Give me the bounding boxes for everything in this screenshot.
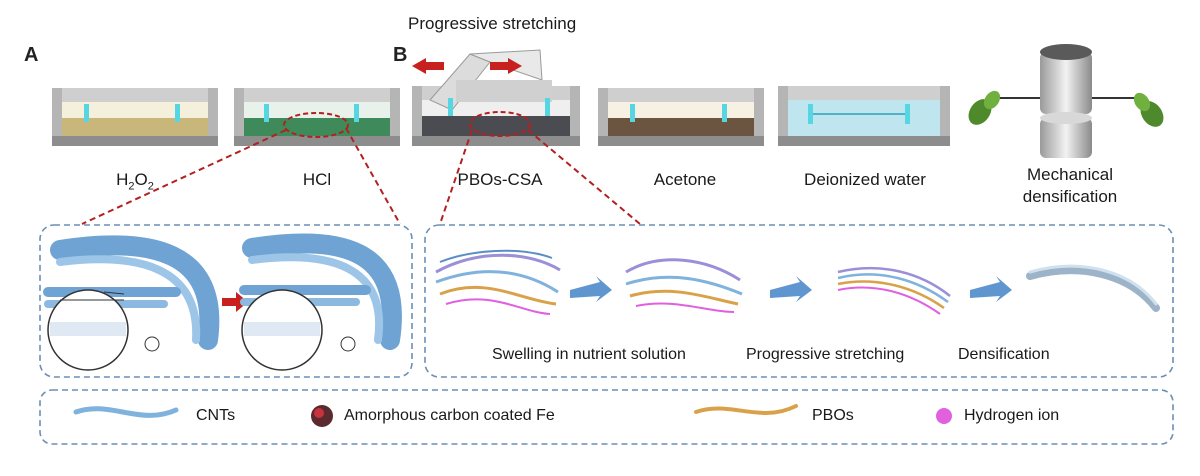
step-swelling: Swelling in nutrient solution	[492, 346, 686, 363]
bath-pbos-csa	[412, 49, 580, 146]
fiber-swelling	[435, 249, 561, 315]
roller-icon	[968, 44, 1164, 158]
legend-fe: Amorphous carbon coated Fe	[344, 407, 555, 424]
bath-water	[778, 86, 950, 146]
hydrogen-ion-legend-icon	[936, 408, 952, 424]
step-arrow-1	[570, 276, 612, 302]
step-arrow-2	[770, 276, 812, 302]
legend-pbos: PBOs	[812, 407, 854, 424]
step-densification: Densification	[958, 346, 1050, 363]
step-arrow-3	[970, 276, 1012, 302]
legend-box	[39, 389, 1174, 445]
hcl-detail-box	[39, 224, 413, 378]
process-detail-box	[424, 224, 1174, 378]
label-h2o2: H2O2	[116, 170, 154, 193]
bath-acetone	[598, 88, 764, 146]
bath-h2o2	[52, 88, 218, 146]
step-progressive-stretching: Progressive stretching	[746, 346, 905, 363]
cnt-bundle-before	[43, 235, 220, 371]
label-hcl: HCl	[302, 170, 332, 189]
label-acetone: Acetone	[653, 170, 717, 189]
fe-legend-icon	[311, 405, 333, 427]
pbo-legend-icon	[694, 404, 798, 415]
transition-arrow	[222, 292, 248, 312]
panel-letter-a: A	[24, 44, 39, 66]
label-pbos-csa: PBOs-CSA	[457, 170, 543, 189]
cnt-legend-icon	[73, 406, 179, 418]
fiber-stretched	[837, 266, 951, 315]
zoom-guides	[81, 127, 641, 225]
cnt-bundle-after	[239, 233, 402, 371]
fiber-densified	[1026, 264, 1160, 312]
progressive-stretching-title: Progressive stretching	[408, 14, 577, 33]
fiber-partial-stretch	[625, 258, 743, 313]
legend-cnts: CNTs	[196, 407, 236, 424]
stretch-arrows	[412, 58, 522, 74]
panel-letter-b: B	[393, 44, 408, 66]
legend-hydrogen-ion: Hydrogen ion	[964, 407, 1060, 424]
bath-hcl	[234, 88, 400, 146]
label-deionized-water: Deionized water	[804, 170, 926, 189]
